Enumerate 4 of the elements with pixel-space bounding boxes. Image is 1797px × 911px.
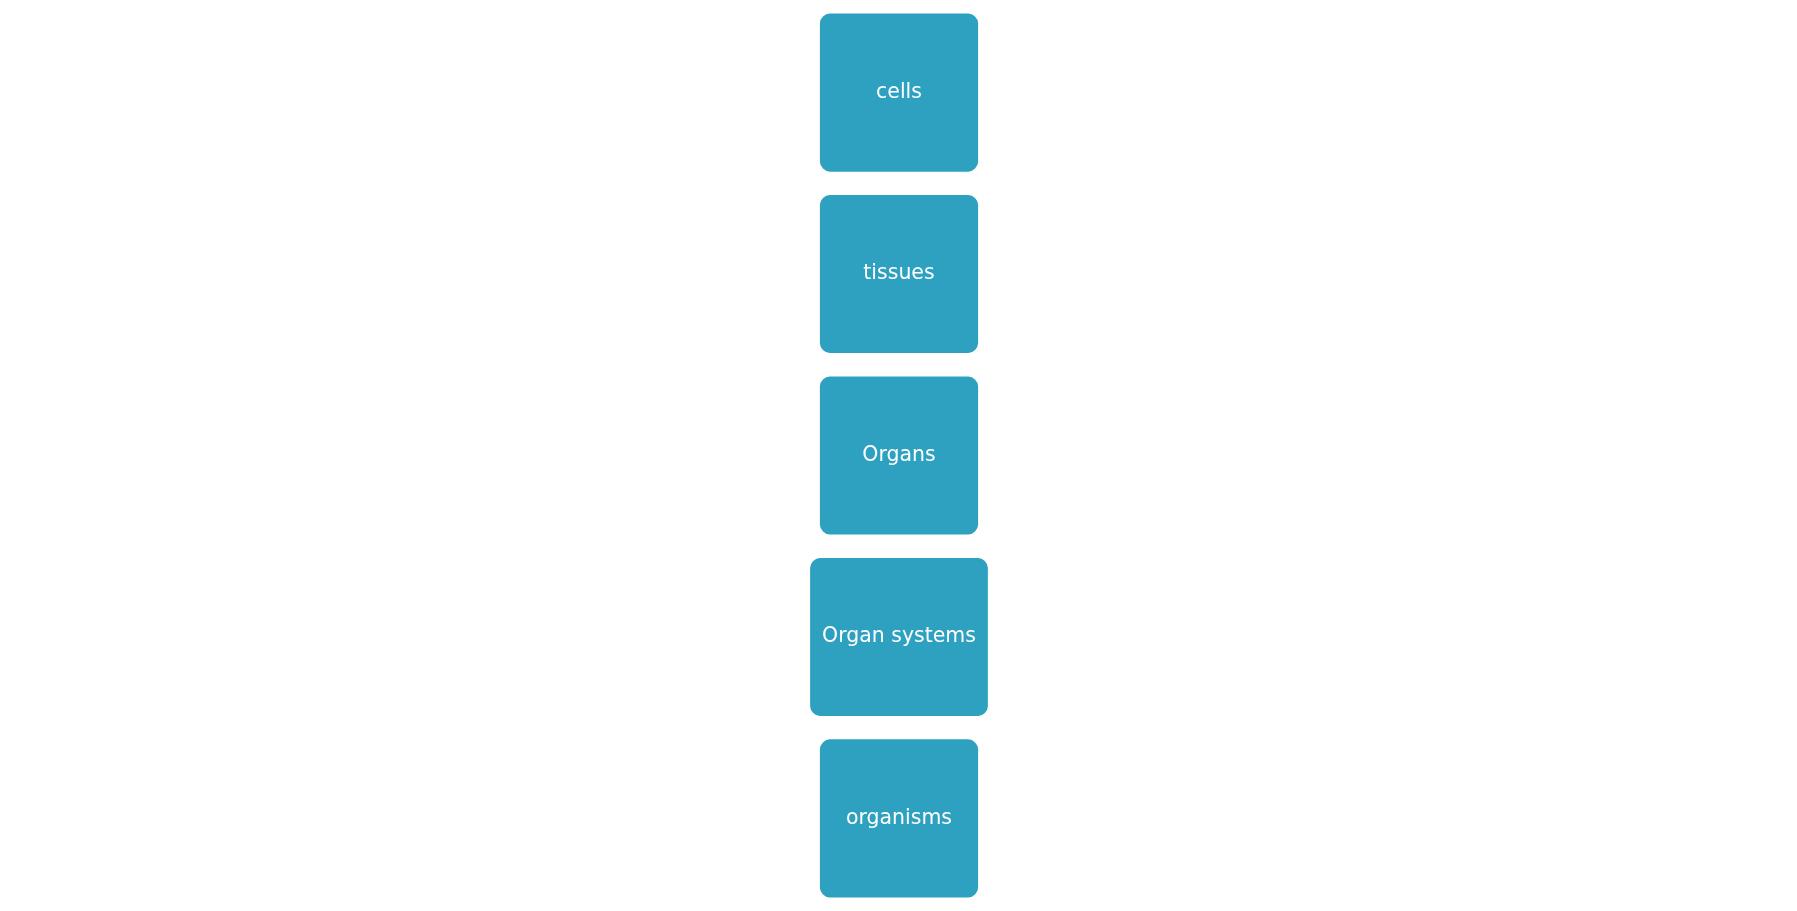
node-box: Organs xyxy=(816,373,981,538)
node-box: organisms xyxy=(816,736,981,901)
node-box: tissues xyxy=(816,192,981,356)
node-box: cells xyxy=(816,10,981,175)
